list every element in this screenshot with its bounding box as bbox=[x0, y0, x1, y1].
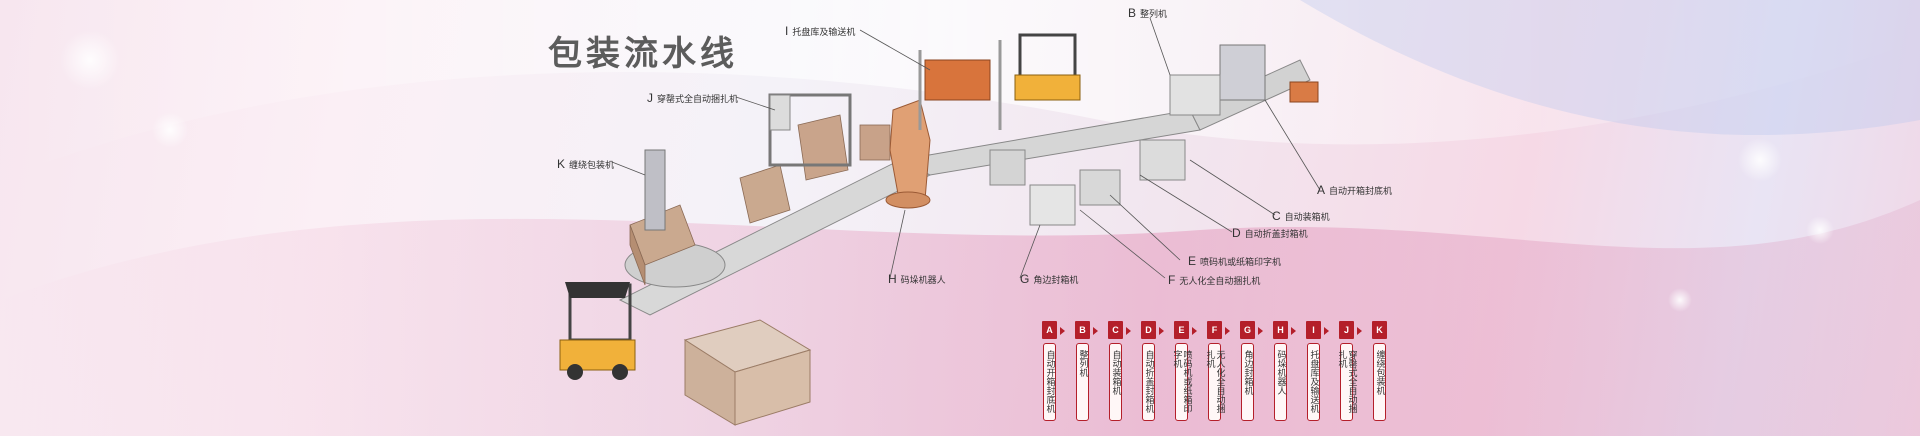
page-title: 包装流水线 bbox=[548, 34, 738, 74]
legend-arrows bbox=[1060, 327, 1362, 335]
